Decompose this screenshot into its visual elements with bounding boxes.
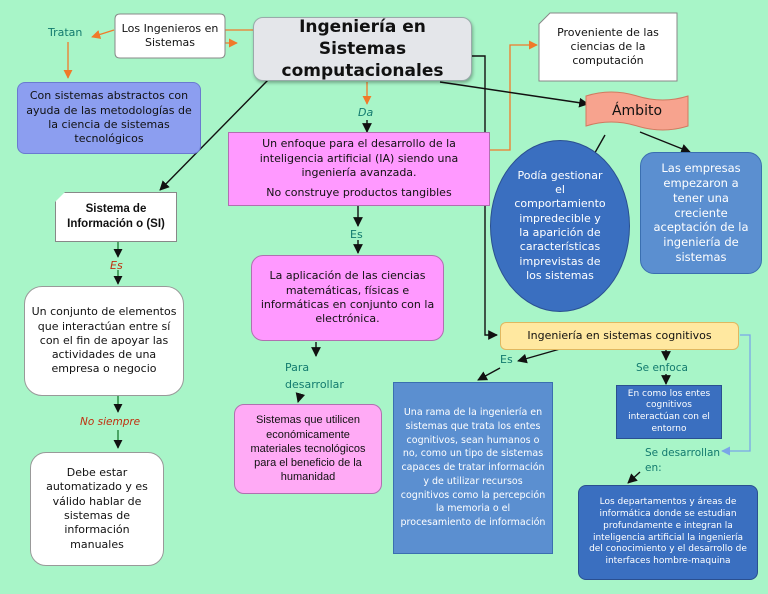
flag-shape	[114, 13, 226, 59]
aplicacion-node: La aplicación de las ciencias matemática…	[251, 255, 444, 341]
podia-node: Podía gestionar el comportamiento impred…	[490, 140, 630, 312]
enfoque-text: Un enfoque para el desarrollo de la inte…	[259, 137, 459, 179]
entes-node: En como los entes cognitivos interactúan…	[616, 385, 722, 439]
sistemas-utilicen-node: Sistemas que utilicen económicamente mat…	[234, 404, 382, 494]
link-title-ingenieros	[224, 29, 255, 48]
ambito-node: Ámbito	[585, 90, 689, 132]
link-es-rama	[477, 367, 501, 381]
label-para-desarrollar: Para desarrollar	[285, 361, 344, 391]
ingenieros-node: Los Ingenieros en Sistemas	[114, 13, 226, 59]
main-title: Ingeniería en Sistemas computacionales	[253, 17, 472, 81]
conjunto-node: Un conjunto de elementos que interactúan…	[24, 286, 184, 396]
automatizado-node: Debe estar automatizado y es válido habl…	[30, 452, 164, 566]
proveniente-node: Proveniente de las ciencias de la comput…	[538, 12, 678, 82]
sistema-informacion-text: Sistema de Información o (SI)	[67, 203, 165, 230]
label-se-enfoca: Se enfoca	[636, 362, 688, 374]
link-cognitivos-se-desarrollan	[721, 334, 751, 456]
wave-flag-shape	[585, 91, 689, 131]
label-es-si: Es	[110, 259, 123, 272]
link-para-sistemas	[295, 392, 306, 403]
folded-box-shape	[538, 12, 678, 82]
empresas-node: Las empresas empezaron a tener una creci…	[640, 152, 762, 274]
ambito-text: Ámbito	[611, 102, 663, 119]
enfoque-node: Un enfoque para el desarrollo de la inte…	[228, 132, 490, 206]
abstractos-node: Con sistemas abstractos con ayuda de las…	[17, 82, 201, 154]
link-ingenieros-tratan	[91, 29, 115, 39]
link-cognitivos-es	[517, 348, 561, 364]
link-title-ambito	[439, 81, 589, 108]
label-da: Da	[358, 106, 374, 119]
rama-node: Una rama de la ingeniería en sistemas qu…	[393, 382, 553, 554]
departamentos-node: Los departamentos y áreas de informática…	[578, 485, 758, 580]
label-se-desarrollan: Se desarrollan en:	[645, 447, 721, 474]
label-no-siempre: No siempre	[80, 416, 141, 428]
link-title-sistema-informacion	[159, 79, 269, 191]
label-es-cognitivos: Es	[500, 353, 513, 366]
link-enfoque-proveniente	[490, 40, 538, 151]
label-tratan: Tratan	[48, 26, 83, 39]
cognitivos-node: Ingeniería en sistemas cognitivos	[500, 322, 739, 350]
no-construye-text: No construye productos tangibles	[266, 186, 452, 200]
link-se-desarrollan-departamentos	[627, 471, 641, 484]
sistema-informacion-node: Sistema de Información o (SI)	[55, 192, 177, 242]
ingenieros-text: Los Ingenieros en Sistemas	[121, 21, 219, 49]
label-es-enfoque: Es	[350, 228, 363, 241]
link-ambito-empresas	[639, 131, 691, 154]
proveniente-text: Proveniente de las ciencias de la comput…	[557, 25, 659, 68]
